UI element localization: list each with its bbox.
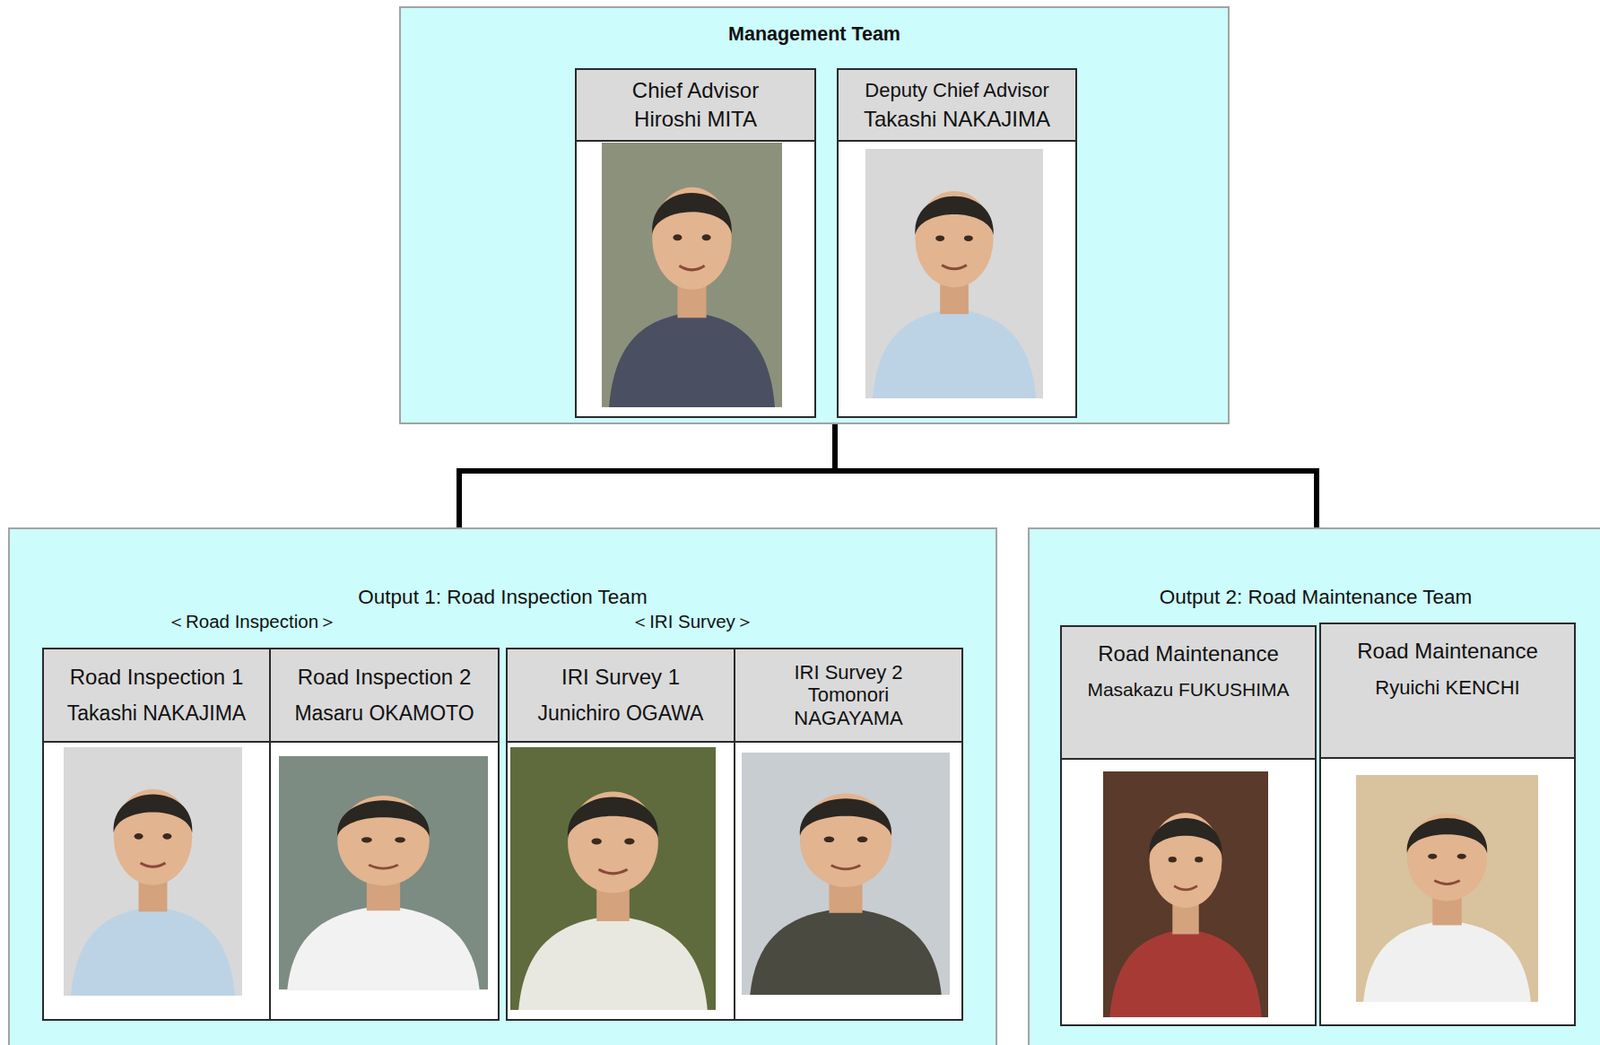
portrait-photo bbox=[741, 752, 950, 995]
team-panel: Output 1: Road Inspection TeamRoad Inspe… bbox=[8, 527, 998, 1045]
role-title: IRI Survey 2 bbox=[793, 660, 903, 684]
portrait-photo bbox=[601, 142, 783, 408]
member-card: Road Inspection 1 Takashi NAKAJIMA bbox=[42, 647, 271, 1021]
person-figure bbox=[872, 191, 1036, 399]
org-connector bbox=[834, 424, 1317, 528]
card-header: IRI Survey 2Tomonori NAGAYAMA bbox=[735, 649, 962, 743]
person-figure bbox=[1109, 812, 1261, 1018]
label-holder: ＜Road Inspection＞ bbox=[54, 610, 450, 633]
photo-background bbox=[510, 747, 716, 1010]
role-title: Road Maintenance bbox=[1097, 641, 1279, 667]
team-title: Output 2: Road Maintenance Team bbox=[1029, 585, 1600, 609]
person-name: Takashi NAKAJIMA bbox=[863, 106, 1051, 132]
card-header: Road MaintenanceMasakazu FUKUSHIMA bbox=[1061, 626, 1315, 760]
person-name: Hiroshi MITA bbox=[634, 106, 757, 132]
portrait-photo bbox=[63, 747, 243, 996]
role-title: Road Inspection 2 bbox=[297, 664, 471, 690]
team-panel: Management TeamChief AdvisorHiroshi MITA… bbox=[399, 6, 1230, 425]
team-title: Output 1: Road Inspection Team bbox=[9, 585, 996, 609]
member-card: IRI Survey 1 Junichiro OGAWA bbox=[505, 647, 736, 1021]
person-figure bbox=[749, 793, 941, 995]
role-title: Deputy Chief Advisor bbox=[864, 78, 1049, 102]
card-header: Deputy Chief AdvisorTakashi NAKAJIMA bbox=[838, 69, 1076, 142]
role-title: Road Maintenance bbox=[1356, 638, 1538, 664]
team-title: Management Team bbox=[400, 23, 1228, 46]
person-name: Masakazu FUKUSHIMA bbox=[1086, 678, 1289, 701]
portrait-photo bbox=[1356, 774, 1539, 1002]
photo-background bbox=[741, 752, 950, 995]
role-title: Chief Advisor bbox=[632, 78, 759, 104]
member-card: Road MaintenanceMasakazu FUKUSHIMA bbox=[1060, 625, 1317, 1027]
photo-background bbox=[278, 756, 488, 990]
person-figure bbox=[286, 795, 479, 990]
person-figure bbox=[1363, 813, 1531, 1002]
photo-background bbox=[601, 142, 783, 408]
card-header: Road MaintenanceRyuichi KENCHI bbox=[1321, 624, 1574, 759]
org-connector bbox=[459, 424, 835, 528]
photo-background bbox=[1103, 771, 1269, 1018]
card-header: Road Inspection 2 Masaru OKAMOTO bbox=[270, 649, 498, 743]
photo-background bbox=[1356, 774, 1539, 1002]
member-card: IRI Survey 2Tomonori NAGAYAMA bbox=[733, 647, 964, 1021]
role-title: Road Inspection 1 bbox=[69, 664, 244, 690]
person-name: Masaru OKAMOTO bbox=[294, 701, 474, 725]
member-card: Road MaintenanceRyuichi KENCHI bbox=[1319, 622, 1576, 1027]
role-title: IRI Survey 1 bbox=[561, 664, 680, 690]
group-label: ＜Road Inspection＞ bbox=[54, 610, 450, 633]
portrait-photo bbox=[1103, 771, 1269, 1018]
person-name: Ryuichi KENCHI bbox=[1374, 676, 1520, 699]
member-card: Road Inspection 2 Masaru OKAMOTO bbox=[269, 647, 500, 1021]
title-holder: Output 2: Road Maintenance Team bbox=[1029, 585, 1600, 609]
card-header: Chief AdvisorHiroshi MITA bbox=[576, 69, 815, 142]
title-holder: Management Team bbox=[400, 23, 1228, 46]
title-holder: Output 1: Road Inspection Team bbox=[9, 585, 996, 609]
team-panel: Output 2: Road Maintenance TeamRoad Main… bbox=[1027, 527, 1600, 1045]
portrait-photo bbox=[510, 747, 716, 1010]
photo-background bbox=[63, 747, 243, 996]
portrait-photo bbox=[278, 756, 488, 990]
photo-background bbox=[865, 148, 1044, 399]
card-header: Road Inspection 1 Takashi NAKAJIMA bbox=[43, 649, 270, 743]
member-card: Deputy Chief AdvisorTakashi NAKAJIMA bbox=[836, 68, 1078, 418]
person-figure bbox=[608, 187, 775, 408]
label-holder: ＜IRI Survey＞ bbox=[495, 610, 890, 633]
group-label: ＜IRI Survey＞ bbox=[495, 610, 890, 633]
card-header: IRI Survey 1 Junichiro OGAWA bbox=[507, 649, 734, 743]
person-figure bbox=[518, 791, 708, 1009]
person-name: Takashi NAKAJIMA bbox=[67, 701, 246, 725]
person-name: Junichiro OGAWA bbox=[538, 701, 705, 725]
person-name: Tomonori NAGAYAMA bbox=[776, 683, 921, 730]
portrait-photo bbox=[865, 148, 1044, 399]
member-card: Chief AdvisorHiroshi MITA bbox=[574, 68, 817, 418]
person-figure bbox=[70, 789, 235, 996]
